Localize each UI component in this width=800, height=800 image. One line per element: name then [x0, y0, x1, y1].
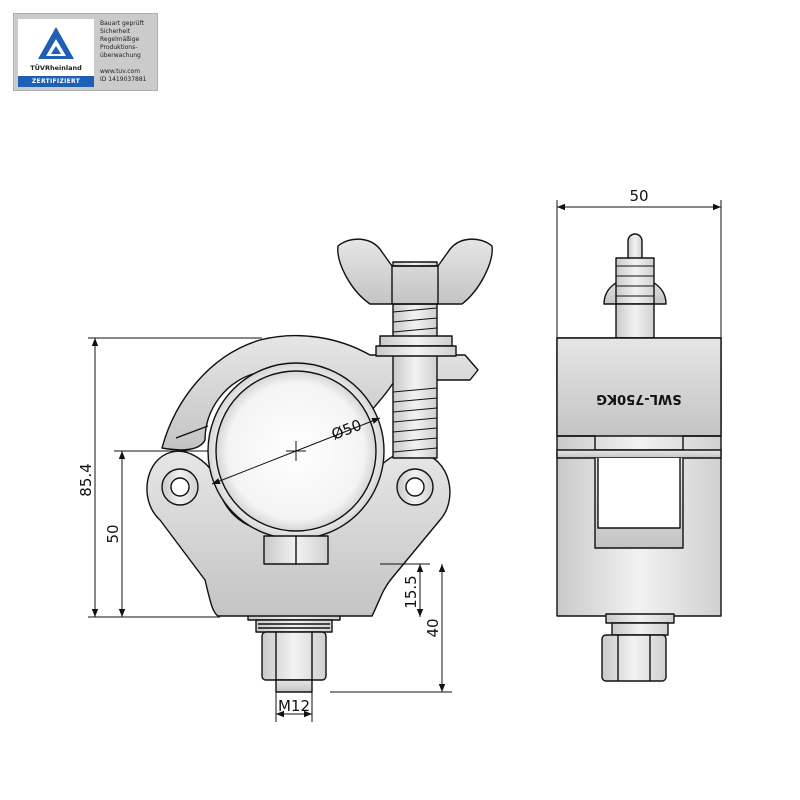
cert-line-5: überwachung — [100, 52, 141, 59]
side-marking-swl: SWL-750KG — [596, 391, 681, 406]
cert-line-2: Sicherheit — [100, 28, 131, 35]
cert-web: www.tuv.com — [100, 68, 141, 75]
tuv-triangle-icon — [38, 27, 74, 59]
tuv-certificate-badge: TÜVRheinland ZERTIFIZIERT Bauart geprüft… — [13, 13, 158, 91]
dim-center-height: 50 — [104, 524, 122, 543]
cert-line-4: Produktions- — [100, 44, 138, 51]
dim-width: 50 — [629, 187, 648, 205]
tuv-zertifiziert-label: ZERTIFIZIERT — [18, 76, 94, 87]
tuv-logo — [18, 19, 94, 87]
dim-bolt-length: 40 — [424, 618, 442, 637]
cert-line-3: Regelmäßige — [100, 36, 140, 43]
dim-thread: M12 — [278, 697, 310, 715]
front-dimensions — [88, 337, 452, 722]
side-view — [556, 233, 722, 682]
tuv-brand-text: TÜVRheinland — [30, 64, 82, 72]
side-dimensions — [556, 200, 722, 338]
cert-id: ID 1419037881 — [100, 76, 147, 83]
front-wing-nut — [337, 238, 493, 305]
cert-line-1: Bauart geprüft — [100, 20, 144, 27]
dim-height-total: 85.4 — [77, 463, 95, 496]
dim-nut-offset: 15.5 — [402, 575, 420, 608]
front-bottom-bolt — [247, 611, 341, 693]
